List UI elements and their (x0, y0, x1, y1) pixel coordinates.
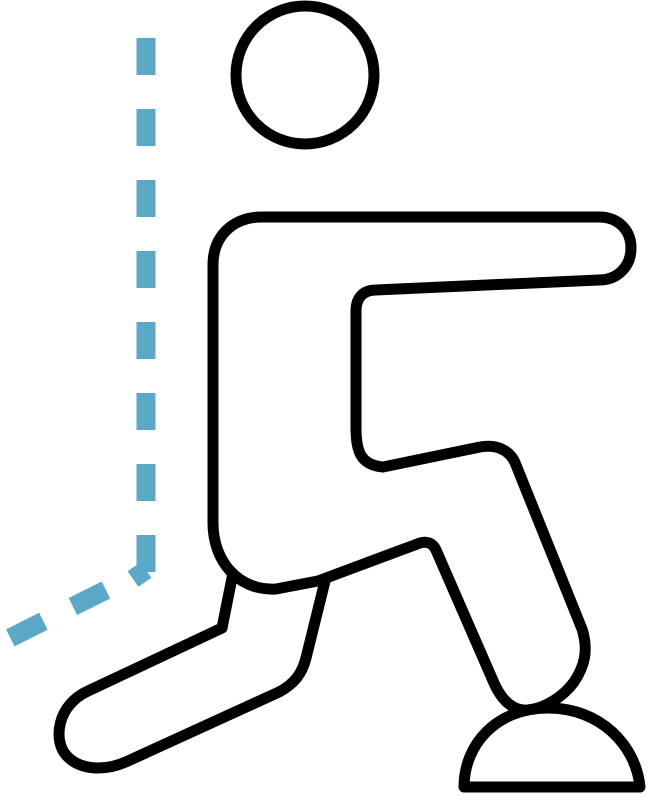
diagonal-guide-line (0, 581, 111, 652)
head (230, 0, 380, 150)
person-lunge-icon (53, 0, 637, 774)
guide-corner (127, 562, 152, 587)
torso-and-front-leg (207, 211, 637, 716)
dashed-alignment-line-icon (0, 38, 156, 652)
balance-dome-icon (458, 702, 646, 793)
back-leg (53, 552, 333, 774)
